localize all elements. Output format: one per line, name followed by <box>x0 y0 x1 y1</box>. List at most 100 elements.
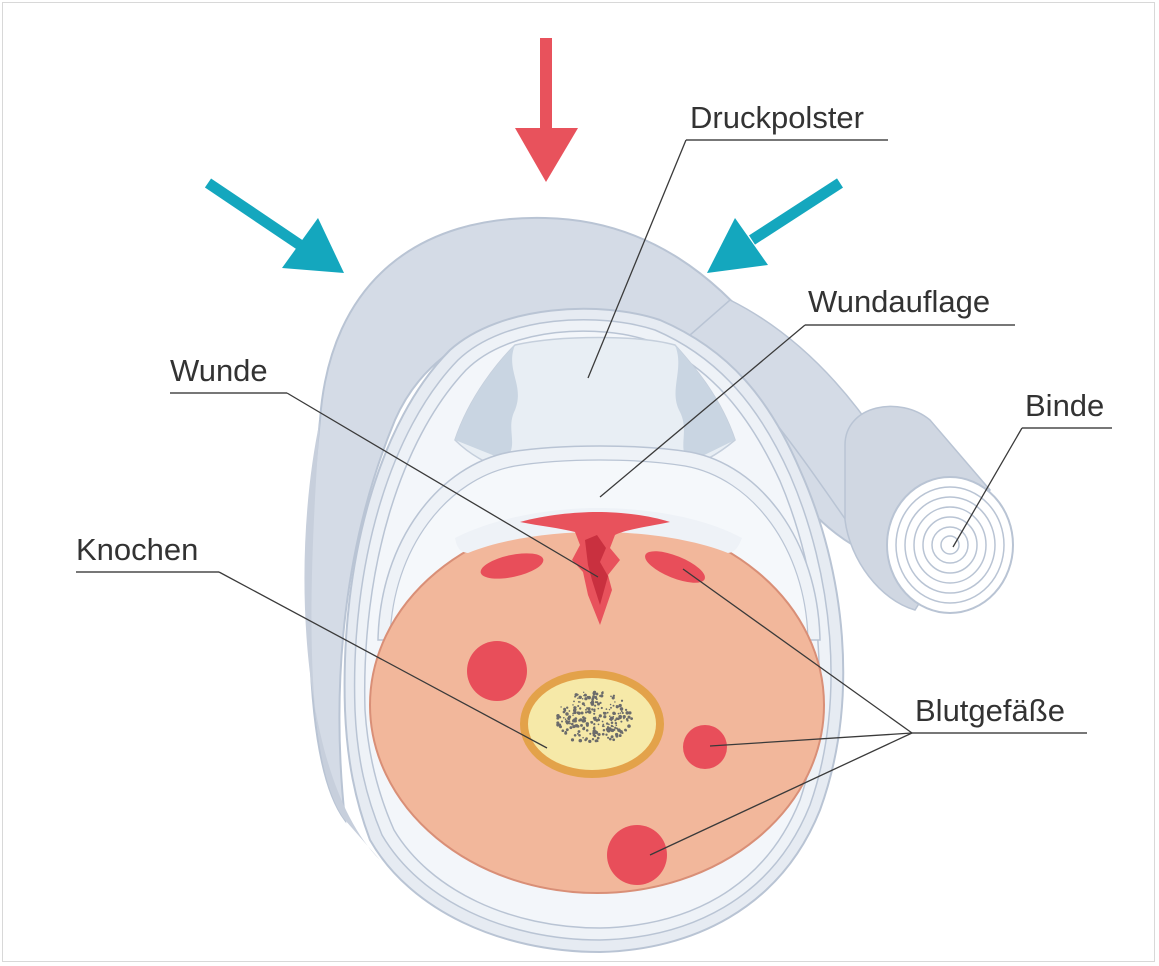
marrow-speckle <box>616 728 617 729</box>
marrow-speckle <box>593 713 595 715</box>
marrow-speckle <box>627 716 630 719</box>
marrow-speckle <box>571 738 574 741</box>
marrow-speckle <box>597 737 600 740</box>
marrow-speckle <box>577 705 579 707</box>
marrow-speckle <box>565 731 567 733</box>
marrow-speckle <box>599 714 602 717</box>
marrow-speckle <box>595 730 597 732</box>
marrow-speckle <box>585 711 587 713</box>
marrow-speckle <box>615 724 617 726</box>
marrow-speckle <box>573 718 575 720</box>
pressure-arrow-top <box>515 38 578 182</box>
pressure-arrow-right <box>707 183 840 273</box>
marrow-speckle <box>602 724 604 726</box>
marrow-speckle <box>584 694 587 697</box>
marrow-speckle <box>578 730 581 733</box>
marrow-speckle <box>612 696 615 699</box>
marrow-speckle <box>569 723 571 725</box>
marrow-speckle <box>605 734 607 736</box>
marrow-speckle <box>592 738 594 740</box>
marrow-speckle <box>610 695 612 697</box>
marrow-speckle <box>565 712 568 715</box>
marrow-speckle <box>572 725 575 728</box>
marrow-speckle <box>612 738 615 741</box>
marrow-speckle <box>587 696 591 700</box>
marrow-speckle <box>580 724 583 727</box>
label-knochen: Knochen <box>76 532 198 567</box>
marrow-speckle <box>583 727 585 729</box>
label-blutgefaesse: Blutgefäße <box>915 693 1065 728</box>
marrow-speckle <box>603 729 605 731</box>
marrow-speckle <box>619 734 622 737</box>
label-binde: Binde <box>1025 388 1104 423</box>
marrow-speckle <box>587 707 590 710</box>
marrow-speckle <box>616 705 619 708</box>
marrow-speckle <box>590 721 592 723</box>
marrow-speckle <box>579 707 581 709</box>
marrow-speckle <box>610 707 612 709</box>
marrow-speckle <box>600 694 603 697</box>
marrow-speckle <box>625 730 627 732</box>
marrow-speckle <box>561 729 564 732</box>
label-wundauflage: Wundauflage <box>808 284 990 319</box>
marrow-speckle <box>582 737 584 739</box>
marrow-speckle <box>575 711 577 713</box>
marrow-speckle <box>593 723 595 725</box>
marrow-speckle <box>556 721 559 724</box>
marrow-speckle <box>575 707 577 709</box>
marrow-speckle <box>604 712 607 715</box>
marrow-speckle <box>591 708 593 710</box>
marrow-speckle <box>617 718 620 721</box>
marrow-speckle <box>598 717 599 718</box>
marrow-speckle <box>593 709 595 711</box>
marrow-speckle <box>573 700 575 702</box>
marrow-speckle <box>602 691 604 693</box>
marrow-speckle <box>619 704 622 707</box>
marrow-speckle <box>602 721 604 723</box>
marrow-speckle <box>597 708 599 710</box>
marrow-speckle <box>622 732 624 734</box>
marrow-speckle <box>630 717 633 720</box>
marrow-speckle <box>628 712 630 714</box>
marrow-speckle <box>595 701 597 703</box>
marrow-speckle <box>585 737 588 740</box>
marrow-speckle <box>609 715 611 717</box>
blood-vessel-bottom <box>607 825 667 885</box>
marrow-speckle <box>595 740 598 743</box>
marrow-speckle <box>563 711 566 714</box>
marrow-speckle <box>590 702 591 703</box>
marrow-speckle <box>577 698 578 699</box>
marrow-speckle <box>620 721 622 723</box>
marrow-speckle <box>583 692 584 693</box>
marrow-speckle <box>565 718 567 720</box>
marrow-speckle <box>561 721 563 723</box>
marrow-speckle <box>602 725 604 727</box>
marrow-speckle <box>581 712 584 715</box>
marrow-speckle <box>603 715 606 718</box>
marrow-speckle <box>578 696 581 699</box>
marrow-speckle <box>585 709 587 711</box>
marrow-speckle <box>612 726 614 728</box>
marrow-speckle <box>606 728 609 731</box>
marrow-speckle <box>577 725 580 728</box>
marrow-speckle <box>597 703 600 706</box>
marrow-speckle <box>571 723 574 726</box>
marrow-speckle <box>614 701 615 702</box>
marrow-speckle <box>608 724 610 726</box>
marrow-speckle <box>623 718 625 720</box>
pressure-arrow-left <box>208 183 344 273</box>
marrow-speckle <box>595 719 598 722</box>
marrow-speckle <box>592 697 595 700</box>
marrow-speckle <box>578 701 580 703</box>
marrow-speckle <box>620 712 621 713</box>
marrow-speckle <box>594 717 596 719</box>
marrow-speckle <box>610 704 612 706</box>
marrow-speckle <box>566 728 569 731</box>
marrow-speckle <box>612 712 615 715</box>
marrow-speckle <box>613 729 615 731</box>
marrow-speckle <box>597 734 598 735</box>
marrow-speckle <box>622 712 624 714</box>
marrow-speckle <box>618 713 620 715</box>
marrow-speckle <box>611 722 614 725</box>
